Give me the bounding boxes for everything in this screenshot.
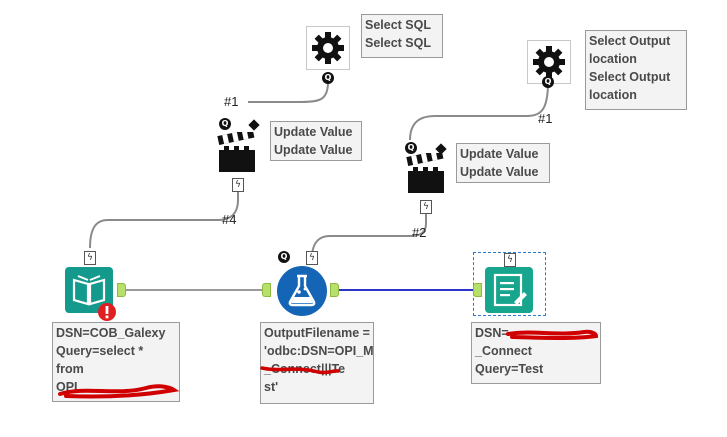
annotation-line: Query=Test <box>475 362 544 376</box>
clapperboard-icon[interactable] <box>404 153 448 195</box>
lightning-anchor-icon[interactable]: ϟ <box>84 251 96 265</box>
annotation-line: OutputFilename = <box>264 326 370 340</box>
input-data-annotation: DSN=COB_Galexy Query=select * from OPI_ <box>52 322 180 402</box>
connection-label: #1 <box>538 111 553 126</box>
update-value-annotation: Update Value Update Value <box>270 121 362 161</box>
redaction-scribble <box>260 366 340 375</box>
redaction-scribble <box>58 384 180 399</box>
output-anchor[interactable] <box>330 283 339 297</box>
lightning-anchor-icon[interactable]: ϟ <box>504 253 516 267</box>
annotation-line: from <box>56 362 84 376</box>
annotation-line: Query=select * <box>56 344 144 358</box>
connection-select-sql <box>248 81 329 103</box>
question-anchor-icon[interactable]: Q <box>278 251 290 263</box>
annotation-line: Update Value <box>460 147 539 161</box>
annotation-line: DSN= <box>475 326 509 340</box>
annotation-line: Update Value <box>274 125 353 139</box>
redaction-scribble <box>506 329 599 340</box>
output-anchor[interactable] <box>117 283 126 297</box>
select-output-annotation: Select Output location Select Output loc… <box>585 30 687 110</box>
select-sql-annotation: Select SQL Select SQL <box>361 14 443 58</box>
lightning-anchor-icon[interactable]: ϟ <box>306 251 318 265</box>
connection-select-output <box>409 81 549 141</box>
update-value-annotation: Update Value Update Value <box>456 143 550 183</box>
question-anchor-icon[interactable]: Q <box>219 118 231 130</box>
annotation-line: _Connect <box>475 344 532 358</box>
diamond-icon <box>248 119 260 131</box>
select-sql-tool[interactable] <box>306 26 350 70</box>
annotation-line: Select SQL <box>365 36 431 50</box>
connection-update-input <box>89 190 239 249</box>
annotation-line: st' <box>264 380 279 394</box>
annotation-line: DSN=COB_Galexy <box>56 326 166 340</box>
question-anchor-icon[interactable]: Q <box>322 72 334 84</box>
diamond-icon <box>435 143 447 155</box>
annotation-line: 'odbc:DSN=OPI_M <box>264 344 374 358</box>
annotation-line: location <box>589 88 637 102</box>
input-anchor[interactable] <box>473 283 482 297</box>
annotation-line: Update Value <box>460 165 539 179</box>
error-icon <box>98 303 116 321</box>
question-anchor-icon[interactable]: Q <box>542 76 554 88</box>
book-icon[interactable] <box>64 266 116 316</box>
annotation-line: Select Output <box>589 34 671 48</box>
input-anchor[interactable] <box>262 283 271 297</box>
annotation-line: location <box>589 52 637 66</box>
flask-icon[interactable] <box>275 264 329 318</box>
connection-label: #1 <box>224 94 239 109</box>
gear-icon <box>533 46 565 78</box>
document-icon[interactable] <box>484 266 534 314</box>
annotation-line: Select SQL <box>365 18 431 32</box>
gear-icon <box>312 32 344 64</box>
lightning-anchor-icon[interactable]: ϟ <box>232 178 244 192</box>
connection-label: #2 <box>412 225 427 240</box>
connection-update-formula <box>311 214 427 259</box>
question-anchor-icon[interactable]: Q <box>405 142 417 154</box>
clapperboard-icon[interactable] <box>215 132 259 174</box>
annotation-line: Select Output <box>589 70 671 84</box>
connection-label: #4 <box>222 212 237 227</box>
lightning-anchor-icon[interactable]: ϟ <box>420 200 432 214</box>
annotation-line: Update Value <box>274 143 353 157</box>
